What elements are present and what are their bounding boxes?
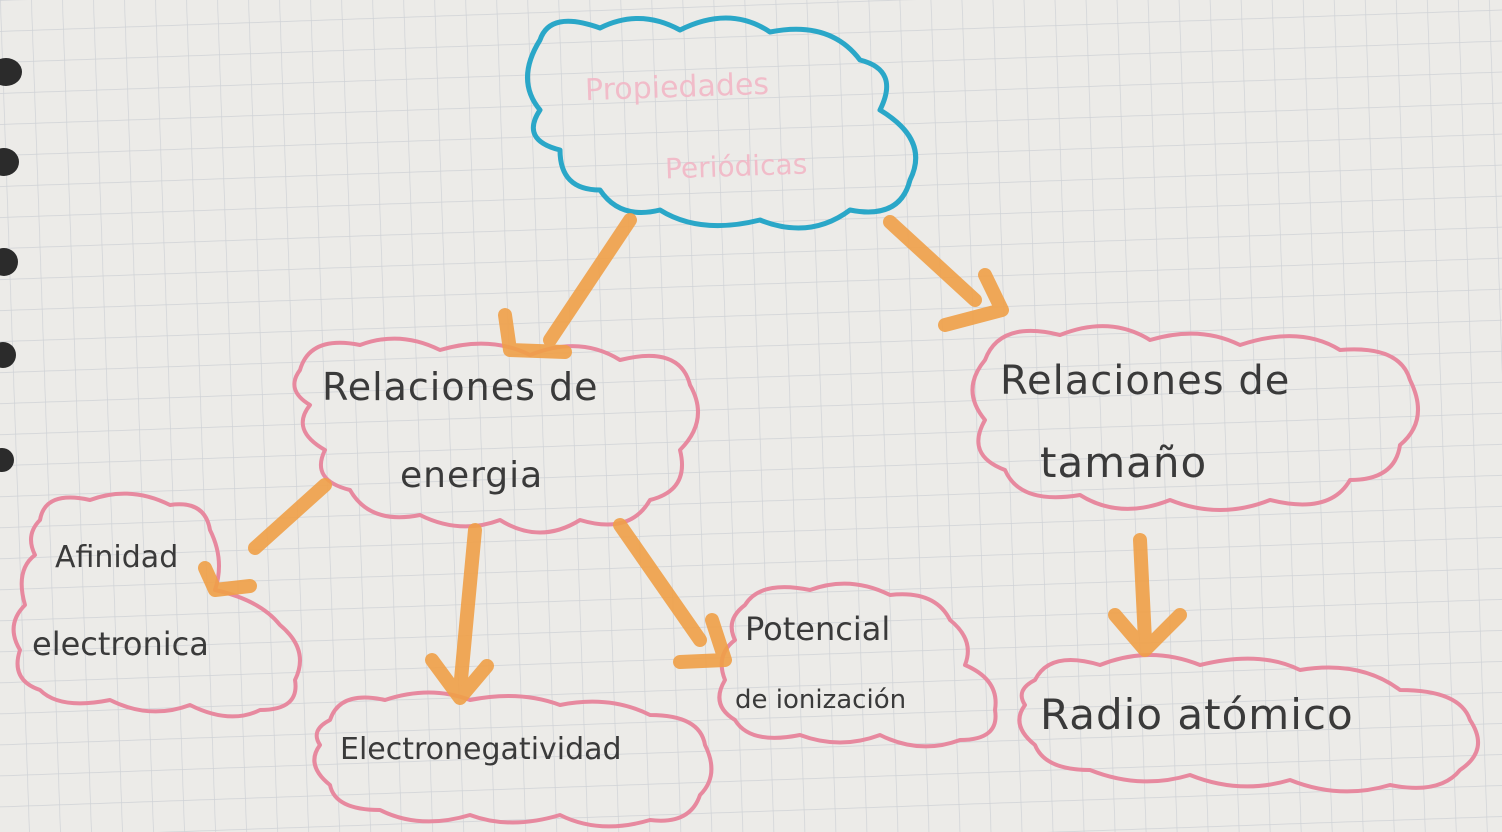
binder-hole — [0, 248, 18, 276]
root-cloud-outline — [525, 15, 919, 231]
ionization-label-line1: Potencial — [745, 610, 891, 648]
binder-hole — [0, 448, 14, 472]
binder-hole — [0, 58, 22, 86]
affinity-label-line1: Afinidad — [55, 540, 179, 575]
electronegativity-label: Electronegatividad — [340, 732, 622, 767]
binder-hole — [0, 148, 19, 176]
arrow-energy-to-ionization — [613, 518, 732, 669]
energy-label-line1: Relaciones de — [322, 365, 599, 409]
affinity-label-line2: electronica — [32, 625, 209, 663]
arrow-energy-to-affinity — [198, 478, 332, 597]
energy-cloud-outline — [292, 336, 700, 535]
root-label-line2: Periódicas — [664, 147, 808, 186]
atomic-radius-cloud-outline — [1017, 653, 1480, 794]
ionization-cloud-outline — [717, 581, 998, 749]
size-cloud-outline — [970, 324, 1420, 512]
arrow-energy-to-electronegativity — [425, 523, 494, 705]
affinity-cloud-outline — [11, 491, 302, 719]
arrow-root-to-size — [883, 215, 1009, 332]
ionization-label-line2: de ionización — [735, 685, 907, 715]
arrow-size-to-atomic-radius — [1108, 533, 1187, 657]
electronegativity-cloud-outline — [312, 690, 714, 829]
root-label-line1: Propiedades — [584, 66, 770, 109]
arrow-root-to-energy — [498, 213, 637, 359]
size-label-line2: tamaño — [1040, 438, 1208, 487]
binder-hole — [0, 342, 16, 368]
atomic-radius-label: Radio atómico — [1040, 690, 1354, 739]
energy-label-line2: energia — [400, 455, 544, 496]
size-label-line1: Relaciones de — [1000, 358, 1291, 404]
